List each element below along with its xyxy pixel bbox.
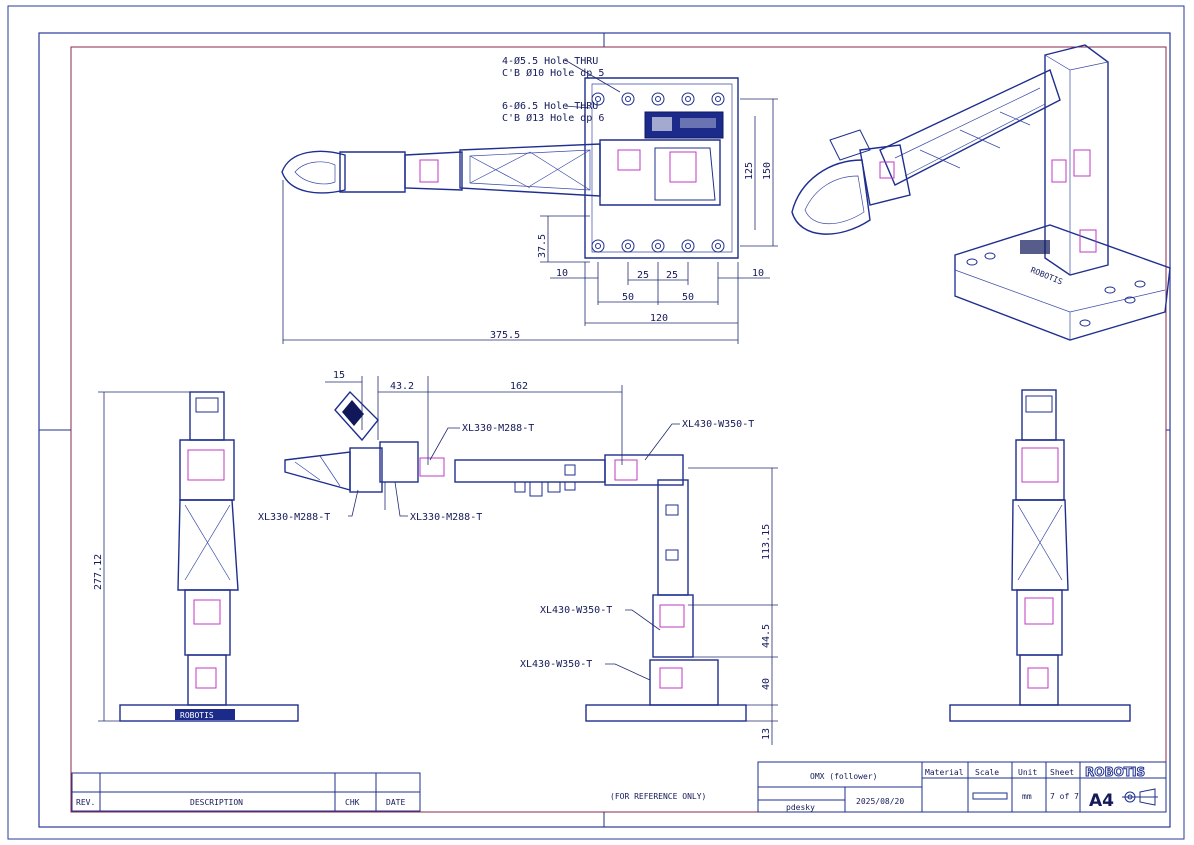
drawing-title: OMX (follower) [810, 772, 877, 781]
dim-side-15: 15 [333, 370, 345, 381]
top-upper-arm [459, 143, 601, 197]
sheet-header: Sheet [1050, 768, 1074, 777]
iso-wrist [859, 144, 911, 206]
reference-note: (FOR REFERENCE ONLY) [610, 792, 706, 801]
iso-base-plate [954, 224, 1171, 341]
top-forearm-servo [404, 151, 463, 191]
dim-side-162: 162 [510, 381, 528, 392]
servo-label-shoulder: XL430-W350-T [540, 605, 612, 616]
dim-side-43: 43.2 [390, 381, 414, 392]
designer-name: pdesky [786, 803, 815, 812]
right-upper-arm-upper [1015, 439, 1065, 501]
dim-side-113: 113.15 [761, 524, 772, 560]
revision-block: REV. DESCRIPTION CHK DATE [71, 772, 421, 812]
isometric-view: ROBOTIS [791, 44, 1171, 341]
callout-holes4-line2: C'B Ø10 Hole dp 5 [502, 67, 604, 79]
top-gripper [281, 150, 346, 194]
material-header: Material [925, 768, 964, 777]
side-forearm [454, 459, 606, 483]
dim-front-277: 277.12 [93, 554, 104, 590]
servo-leaders [348, 423, 680, 681]
servo-label-base: XL430-W350-T [520, 659, 592, 670]
brand-logo: ROBOTIS [1085, 765, 1145, 779]
side-upper-arm [657, 479, 689, 596]
iso-gripper [791, 159, 871, 235]
side-view: 15 43.2 162 113.15 44.5 40 13 XL330-M288… [258, 370, 778, 745]
right-base [949, 704, 1131, 722]
top-holes-row1 [591, 92, 725, 106]
front-view-left: ROBOTIS 277.12 [93, 391, 299, 722]
side-shoulder-servo [652, 594, 694, 658]
outer-border [7, 5, 1185, 840]
dim-side-13: 13 [761, 728, 772, 740]
callout-holes6-line2: C'B Ø13 Hole dp 6 [502, 112, 604, 124]
date-header: DATE [386, 798, 405, 807]
projection-symbol-icon [1122, 788, 1158, 806]
front-lower-servo [187, 654, 227, 706]
dim-side-44: 44.5 [761, 624, 772, 648]
iso-column [1044, 44, 1109, 276]
dim-top-37: 37.5 [537, 234, 548, 258]
top-holes-row2 [591, 239, 725, 253]
side-gripper [284, 451, 351, 491]
dim-side-40: 40 [761, 678, 772, 690]
title-block: OMX (follower) pdesky 2025/08/20 Materia… [757, 761, 1167, 813]
scale-bar [972, 792, 1008, 800]
dim-top-25-b: 25 [666, 270, 678, 281]
front-base-logo [175, 709, 235, 720]
right-shoulder-servo [1016, 589, 1063, 656]
servo-label-wrist: XL330-M288-T [410, 512, 482, 523]
right-lower-servo [1019, 654, 1059, 706]
dim-top-10-right: 10 [752, 268, 764, 279]
callout-holes4-line1: 4-Ø5.5 Hole THRU [502, 55, 598, 67]
front-view-right [949, 389, 1131, 722]
side-gripper-servo [349, 447, 383, 493]
dim-top-150: 150 [762, 162, 773, 180]
scale-header: Scale [975, 768, 999, 777]
top-base-plate [584, 77, 739, 259]
top-wrist [339, 151, 406, 193]
front-wrist [189, 391, 225, 441]
dim-top-10-left: 10 [556, 268, 568, 279]
unit-header: Unit [1018, 768, 1037, 777]
iso-upper-arm [879, 69, 1061, 186]
dim-top-50-b: 50 [682, 292, 694, 303]
front-base-label: ROBOTIS [180, 711, 214, 720]
sheet-value: 7 of 7 [1050, 792, 1079, 801]
sheet-border [38, 32, 1171, 828]
side-wrist-servo [379, 441, 419, 483]
top-view: 4-Ø5.5 Hole THRU C'B Ø10 Hole dp 5 6-Ø6.… [281, 55, 778, 344]
dim-top-375: 375.5 [490, 330, 520, 341]
top-dimension-lines [282, 59, 778, 344]
servo-label-elbow: XL430-W350-T [682, 419, 754, 430]
callout-holes6-line1: 6-Ø6.5 Hole THRU [502, 100, 598, 112]
dim-top-25-a: 25 [637, 270, 649, 281]
side-dimension-lines [325, 376, 778, 745]
chk-header: CHK [345, 798, 360, 807]
servo-label-gripper: XL330-M288-T [258, 512, 330, 523]
servo-label-forearm: XL330-M288-T [462, 423, 534, 434]
unit-value: mm [1022, 792, 1032, 801]
side-base-servo [649, 659, 719, 706]
paper-size: A4 [1089, 791, 1114, 811]
rev-header: REV. [76, 798, 95, 807]
iso-base-label: ROBOTIS [1029, 266, 1064, 287]
description-header: DESCRIPTION [190, 798, 243, 807]
dim-top-120: 120 [650, 313, 668, 324]
drawing-date: 2025/08/20 [856, 797, 904, 806]
center-marks [39, 33, 1170, 827]
side-base [585, 704, 747, 722]
right-wrist [1021, 389, 1057, 441]
dim-top-125: 125 [744, 162, 755, 180]
dim-top-50-a: 50 [622, 292, 634, 303]
